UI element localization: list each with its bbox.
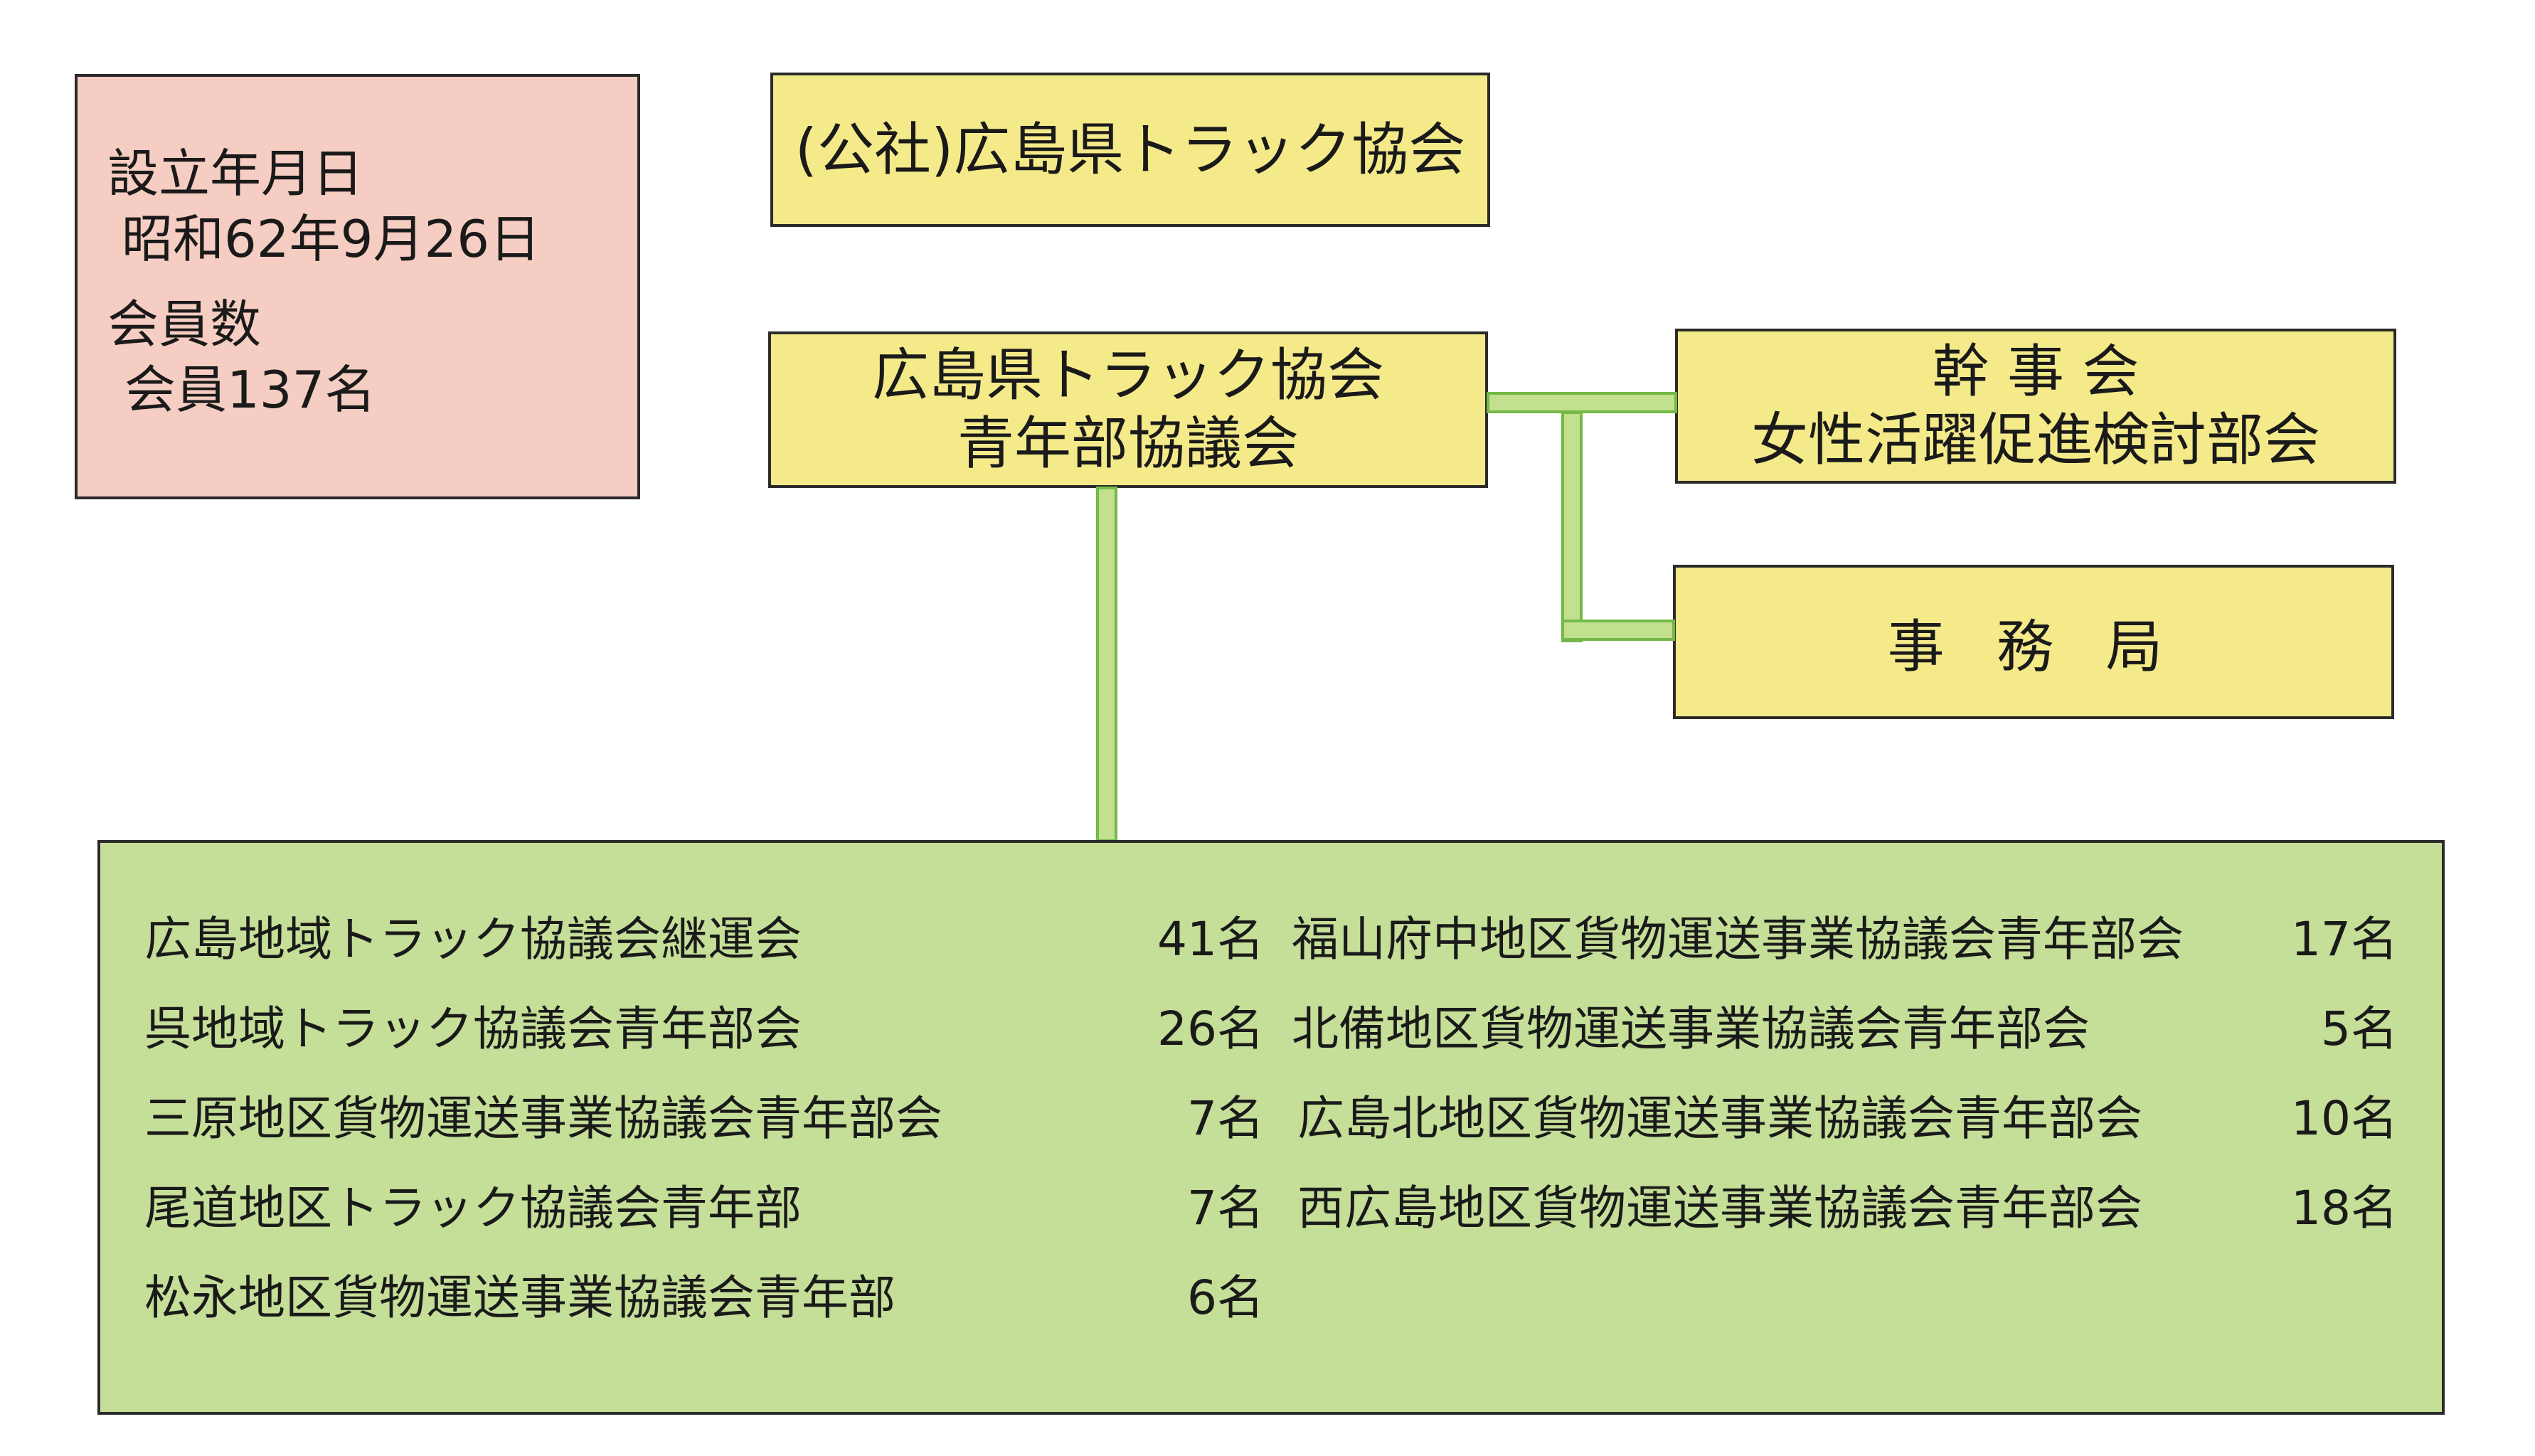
association-node: (公社)広島県トラック協会: [770, 73, 1490, 227]
group-count: 6名: [1187, 1270, 1264, 1325]
connector-to-women-committee: [1487, 392, 1677, 413]
group-count: 17名: [2291, 912, 2398, 967]
group-name: 広島地域トラック協議会継運会: [144, 912, 802, 967]
group-name: 松永地区貨物運送事業協議会青年部: [144, 1270, 896, 1325]
group-count: 7名: [1187, 1091, 1264, 1146]
women-committee-line2: 女性活躍促進検討部会: [1751, 407, 2320, 473]
group-count: 5名: [2321, 1001, 2398, 1056]
group-count: 7名: [1187, 1181, 1264, 1236]
founded-label: 設立年月日: [107, 144, 364, 203]
local-groups-box: 広島地域トラック協議会継運会 41名 呉地域トラック協議会青年部会 26名 三原…: [97, 840, 2445, 1415]
founded-value: 昭和62年9月26日: [122, 209, 541, 269]
group-name: 呉地域トラック協議会青年部会: [144, 1001, 802, 1056]
group-count: 18名: [2291, 1181, 2398, 1236]
women-committee-line1: 幹 事 会: [1932, 339, 2140, 405]
connector-to-local-groups: [1096, 487, 1117, 842]
info-box: 設立年月日 昭和62年9月26日 会員数 会員137名: [75, 74, 640, 499]
youth-council-line1: 広島県トラック協会: [872, 342, 1384, 408]
group-name: 西広島地区貨物運送事業協議会青年部会: [1297, 1181, 2142, 1236]
group-name: 広島北地区貨物運送事業協議会青年部会: [1297, 1091, 2142, 1146]
group-count: 10名: [2291, 1091, 2398, 1146]
office-node: 事 務 局: [1673, 565, 2394, 719]
group-name: 北備地区貨物運送事業協議会青年部会: [1292, 1001, 2090, 1056]
connector-vertical-branch: [1561, 411, 1583, 642]
youth-council-node: 広島県トラック協会 青年部協議会: [768, 331, 1488, 488]
group-name: 尾道地区トラック協議会青年部: [144, 1181, 802, 1236]
group-name: 三原地区貨物運送事業協議会青年部会: [144, 1091, 942, 1146]
members-value: 会員137名: [124, 360, 376, 420]
women-committee-node: 幹 事 会 女性活躍促進検討部会: [1675, 329, 2396, 484]
group-name: 福山府中地区貨物運送事業協議会青年部会: [1292, 912, 2184, 967]
connector-to-office: [1561, 620, 1675, 641]
youth-council-line2: 青年部協議会: [957, 410, 1299, 477]
association-title: (公社)広島県トラック協会: [794, 116, 1466, 183]
members-label: 会員数: [107, 294, 262, 354]
group-count: 26名: [1157, 1001, 1264, 1056]
group-count: 41名: [1157, 912, 1264, 967]
office-label: 事 務 局: [1887, 613, 2180, 680]
